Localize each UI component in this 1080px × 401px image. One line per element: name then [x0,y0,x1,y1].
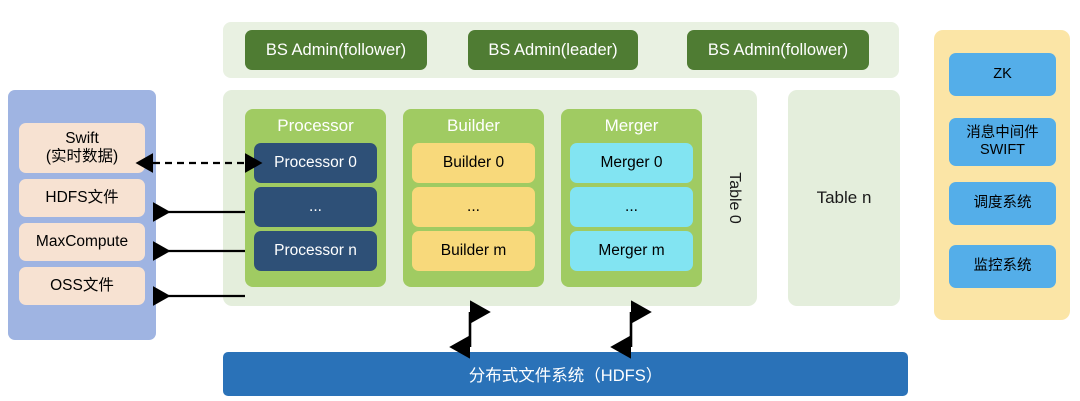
processor-cell-n[interactable]: Processor n [254,231,377,271]
data-sources-panel: Swift (实时数据) HDFS文件 MaxCompute OSS文件 [8,90,156,340]
source-item-oss[interactable]: OSS文件 [19,267,145,305]
merger-cell-ellipsis[interactable]: ... [570,187,693,227]
source-item-maxcompute-label: MaxCompute [35,233,129,251]
service-item-swift-mq[interactable]: 消息中间件 SWIFT [949,118,1056,166]
processor-column-title: Processor [277,116,354,135]
bs-admin-band: BS Admin(follower) BS Admin(leader) BS A… [223,22,899,78]
merger-column: Merger Merger 0 ... Merger m [561,109,702,287]
bs-admin-leader[interactable]: BS Admin(leader) [468,30,638,70]
builder-column: Builder Builder 0 ... Builder m [403,109,544,287]
distributed-filesystem-bar[interactable]: 分布式文件系统（HDFS） [223,352,908,396]
builder-cell-ellipsis-label: ... [467,198,480,215]
bs-admin-follower-2[interactable]: BS Admin(follower) [687,30,869,70]
source-item-hdfs-label: HDFS文件 [45,189,119,207]
processor-cell-0[interactable]: Processor 0 [254,143,377,183]
source-item-swift-line2: (实时数据) [45,148,119,165]
service-item-monitoring[interactable]: 监控系统 [949,245,1056,288]
service-item-monitoring-label: 监控系统 [973,257,1032,274]
table0-panel: Processor Processor 0 ... Processor n Bu… [223,90,757,306]
builder-cell-0[interactable]: Builder 0 [412,143,535,183]
processor-cell-ellipsis-label: ... [309,198,322,215]
builder-cell-m-label: Builder m [440,242,507,259]
merger-cell-m[interactable]: Merger m [570,231,693,271]
service-item-scheduler-label: 调度系统 [973,194,1032,211]
bs-admin-leader-label: BS Admin(leader) [488,40,618,59]
table0-side-label-text: Table 0 [726,172,743,224]
processor-cell-n-label: Processor n [274,242,357,259]
service-item-swift-mq-line2: SWIFT [979,142,1026,158]
source-item-oss-label: OSS文件 [50,277,114,295]
service-item-swift-mq-line1: 消息中间件 [966,124,1039,141]
service-item-scheduler[interactable]: 调度系统 [949,182,1056,225]
service-item-zk-label: ZK [993,65,1012,82]
source-item-swift[interactable]: Swift (实时数据) [19,123,145,173]
merger-cell-ellipsis-label: ... [625,198,638,215]
merger-cell-0-label: Merger 0 [600,154,663,171]
tablen-panel: Table n [788,90,900,306]
distributed-filesystem-label: 分布式文件系统（HDFS） [468,367,663,385]
source-item-hdfs[interactable]: HDFS文件 [19,179,145,217]
builder-cell-0-label: Builder 0 [442,154,505,171]
service-item-zk[interactable]: ZK [949,53,1056,96]
services-panel: ZK 消息中间件 SWIFT 调度系统 监控系统 [934,30,1070,320]
builder-column-title: Builder [447,116,500,135]
bs-admin-follower-2-label: BS Admin(follower) [707,40,849,59]
processor-column: Processor Processor 0 ... Processor n [245,109,386,287]
builder-cell-ellipsis[interactable]: ... [412,187,535,227]
merger-cell-0[interactable]: Merger 0 [570,143,693,183]
processor-cell-0-label: Processor 0 [274,154,357,171]
table0-side-label: Table 0 [717,90,751,306]
source-item-swift-line1: Swift [65,130,99,148]
bs-admin-follower-1-label: BS Admin(follower) [265,40,407,59]
source-item-maxcompute[interactable]: MaxCompute [19,223,145,261]
tablen-label: Table n [816,188,872,207]
processor-cell-ellipsis[interactable]: ... [254,187,377,227]
merger-column-title: Merger [604,116,659,135]
bs-admin-follower-1[interactable]: BS Admin(follower) [245,30,427,70]
builder-cell-m[interactable]: Builder m [412,231,535,271]
merger-cell-m-label: Merger m [598,242,665,259]
